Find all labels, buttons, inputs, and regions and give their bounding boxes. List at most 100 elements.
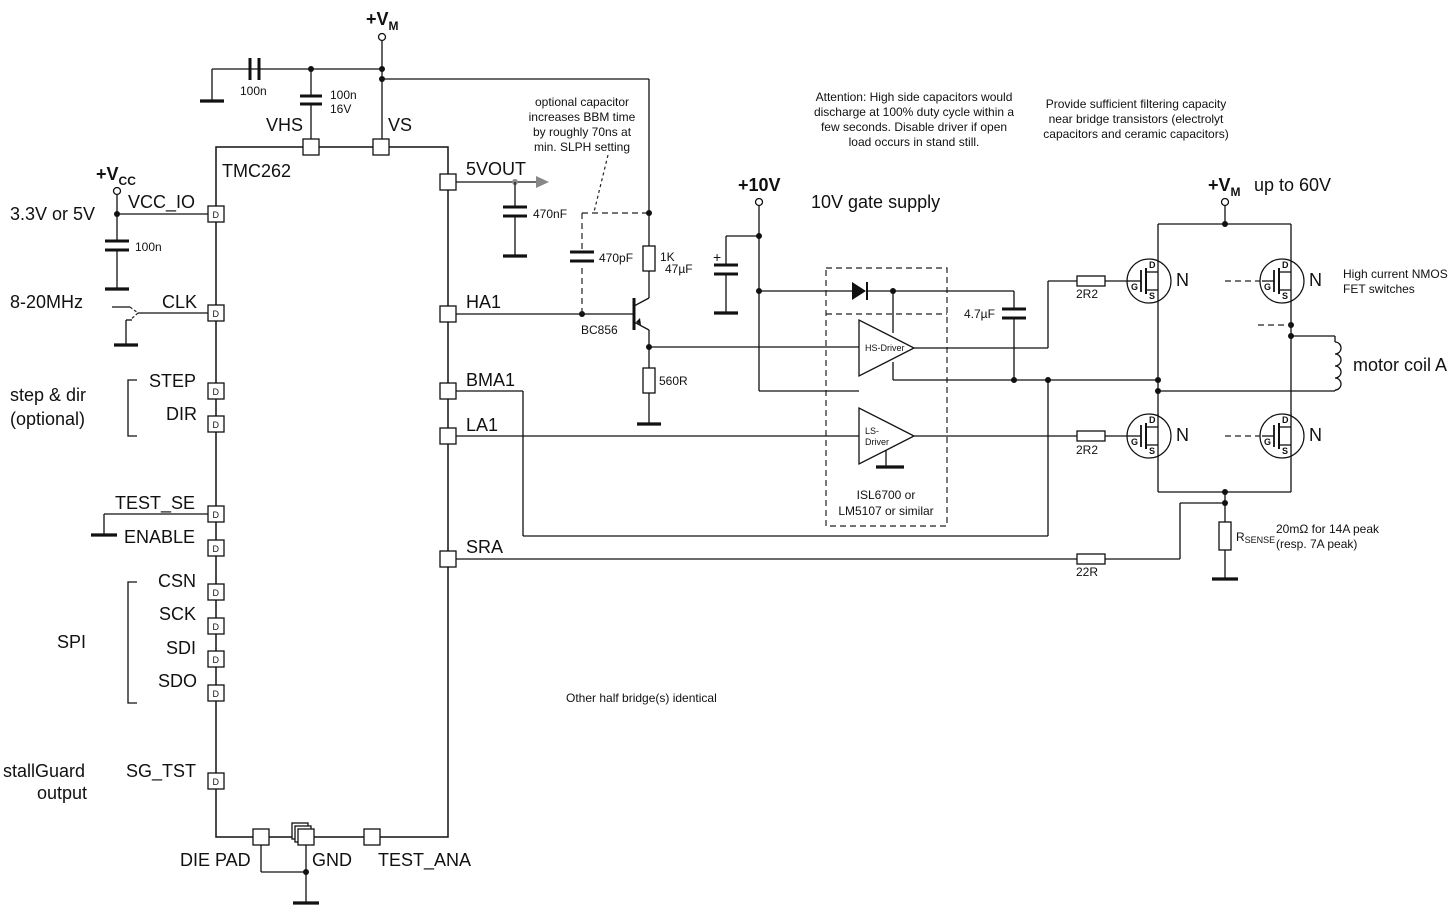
filtering-note: Provide sufficient filtering capacity ne… bbox=[1043, 97, 1228, 141]
svg-text:D: D bbox=[213, 309, 220, 319]
fet-low-left: D G S N bbox=[1126, 413, 1189, 459]
step-dir-label-2: (optional) bbox=[10, 409, 85, 429]
bma1-route bbox=[456, 380, 1049, 537]
pin-5vout-pad bbox=[439, 173, 457, 191]
gate-supply-label: 10V gate supply bbox=[811, 192, 940, 212]
stallguard-label-1: stallGuard bbox=[3, 761, 85, 781]
stallguard-label-2: output bbox=[37, 783, 87, 803]
svg-text:S: S bbox=[1149, 291, 1155, 301]
clock-input bbox=[112, 306, 208, 347]
test-se-ground bbox=[91, 513, 208, 537]
pin-test-ana-pad bbox=[363, 828, 381, 846]
svg-text:N: N bbox=[1309, 270, 1322, 290]
svg-text:capacitors and ceramic capacit: capacitors and ceramic capacitors) bbox=[1043, 127, 1228, 141]
svg-text:Provide sufficient filtering c: Provide sufficient filtering capacity bbox=[1046, 97, 1227, 111]
driver-ic: HS-Driver LS- Driver ISL6700 or LM5107 o… bbox=[456, 267, 1158, 527]
pin-bma1-pad bbox=[439, 382, 457, 400]
svg-text:G: G bbox=[1264, 437, 1271, 447]
svg-text:near bridge transistors (elect: near bridge transistors (electrolyt bbox=[1049, 112, 1224, 126]
svg-text:LM5107 or similar: LM5107 or similar bbox=[838, 504, 933, 518]
svg-text:(resp. 7A peak): (resp. 7A peak) bbox=[1276, 537, 1357, 551]
svg-text:optional capacitor: optional capacitor bbox=[535, 95, 629, 109]
svg-text:min. SLPH setting: min. SLPH setting bbox=[534, 140, 630, 154]
pin-sra-label: SRA bbox=[466, 537, 503, 557]
svg-text:D: D bbox=[213, 387, 220, 397]
svg-text:2R2: 2R2 bbox=[1076, 443, 1098, 457]
svg-text:D: D bbox=[213, 622, 220, 632]
gate-resistors: 2R2 2R2 bbox=[1047, 275, 1127, 457]
svg-text:470pF: 470pF bbox=[599, 251, 633, 265]
pin-sra-pad bbox=[439, 550, 457, 568]
svg-text:Attention: High side capacitor: Attention: High side capacitors would bbox=[816, 90, 1013, 104]
pin-csn-label: CSN bbox=[158, 571, 196, 591]
chip-name: TMC262 bbox=[222, 161, 291, 181]
pin-enable-label: ENABLE bbox=[124, 527, 195, 547]
svg-text:FET switches: FET switches bbox=[1343, 282, 1415, 296]
pin-dir-label: DIR bbox=[166, 404, 197, 424]
step-dir-label-1: step & dir bbox=[10, 385, 86, 405]
pin-5vout-label: 5VOUT bbox=[466, 159, 526, 179]
pin-sdo-label: SDO bbox=[158, 671, 197, 691]
svg-text:1K: 1K bbox=[660, 250, 675, 264]
half-bridge-note: Other half bridge(s) identical bbox=[566, 691, 717, 705]
svg-text:N: N bbox=[1176, 270, 1189, 290]
pin-clk-label: CLK bbox=[162, 292, 197, 312]
svg-text:100n: 100n bbox=[330, 88, 357, 102]
pin-test-ana-label: TEST_ANA bbox=[378, 850, 471, 871]
svg-text:S: S bbox=[1282, 291, 1288, 301]
high-current-note: High current NMOS FET switches bbox=[1343, 267, 1448, 296]
pin-test-se-label: TEST_SE bbox=[115, 493, 195, 514]
fet-low-right: D G S N bbox=[1225, 413, 1322, 459]
clock-range-label: 8-20MHz bbox=[10, 292, 83, 312]
step-dir-bracket bbox=[127, 379, 137, 437]
svg-text:motor coil A: motor coil A bbox=[1353, 355, 1447, 375]
pin-die-pad-label: DIE PAD bbox=[180, 850, 251, 870]
bottom-ground bbox=[260, 845, 319, 905]
left-pins: D D D D D D D D D D D bbox=[207, 205, 225, 790]
fet-high-left: D G S N bbox=[1126, 258, 1189, 304]
pin-gnd-label: GND bbox=[312, 850, 352, 870]
svg-text:load occurs in stand still.: load occurs in stand still. bbox=[849, 135, 980, 149]
5vout-circuit: 470nF bbox=[456, 176, 567, 258]
attention-note: Attention: High side capacitors would di… bbox=[814, 90, 1014, 149]
bjt-level-shifter: 470pF 1K 47µF BC856 560R bbox=[456, 79, 859, 426]
pin-la1-pad bbox=[439, 427, 457, 445]
pin-la1-label: LA1 bbox=[466, 415, 498, 435]
svg-text:G: G bbox=[1131, 437, 1138, 447]
spi-bracket bbox=[127, 581, 137, 704]
motor-coil: motor coil A bbox=[1155, 324, 1447, 394]
svg-text:+10V: +10V bbox=[738, 175, 781, 195]
svg-text:D: D bbox=[213, 210, 220, 220]
svg-text:D: D bbox=[213, 544, 220, 554]
bridge-supply: +VM up to 60V bbox=[1155, 175, 1331, 522]
svg-text:4.7µF: 4.7µF bbox=[964, 307, 995, 321]
svg-text:D: D bbox=[213, 588, 220, 598]
svg-text:D: D bbox=[213, 510, 220, 520]
pin-vhs-label: VHS bbox=[266, 115, 303, 135]
pin-ha1-pad bbox=[439, 305, 457, 323]
opt-cap-note: optional capacitor increases BBM time by… bbox=[529, 95, 636, 213]
svg-text:LS-: LS- bbox=[865, 426, 879, 436]
svg-text:100n: 100n bbox=[135, 240, 162, 254]
pin-sck-label: SCK bbox=[159, 604, 196, 624]
pin-step-label: STEP bbox=[149, 371, 196, 391]
svg-text:N: N bbox=[1309, 425, 1322, 445]
vm-top-supply: +VM 100n 100n 16V bbox=[200, 9, 649, 139]
sra-route: 22R bbox=[456, 502, 1225, 579]
svg-text:D: D bbox=[1149, 415, 1156, 425]
svg-text:20mΩ for 14A peak: 20mΩ for 14A peak bbox=[1276, 522, 1380, 536]
svg-text:2R2: 2R2 bbox=[1076, 287, 1098, 301]
svg-text:High current NMOS: High current NMOS bbox=[1343, 267, 1448, 281]
svg-text:G: G bbox=[1264, 282, 1271, 292]
svg-text:22R: 22R bbox=[1076, 565, 1098, 579]
svg-text:100n: 100n bbox=[240, 84, 267, 98]
svg-text:+VM: +VM bbox=[366, 9, 399, 33]
svg-text:+VM: +VM bbox=[1208, 175, 1241, 199]
svg-text:470nF: 470nF bbox=[533, 207, 567, 221]
svg-text:D: D bbox=[1282, 260, 1289, 270]
svg-text:few seconds. Disable driver if: few seconds. Disable driver if open bbox=[821, 120, 1007, 134]
pin-gnd-pad bbox=[297, 828, 315, 846]
pin-ha1-label: HA1 bbox=[466, 292, 501, 312]
svg-text:N: N bbox=[1176, 425, 1189, 445]
